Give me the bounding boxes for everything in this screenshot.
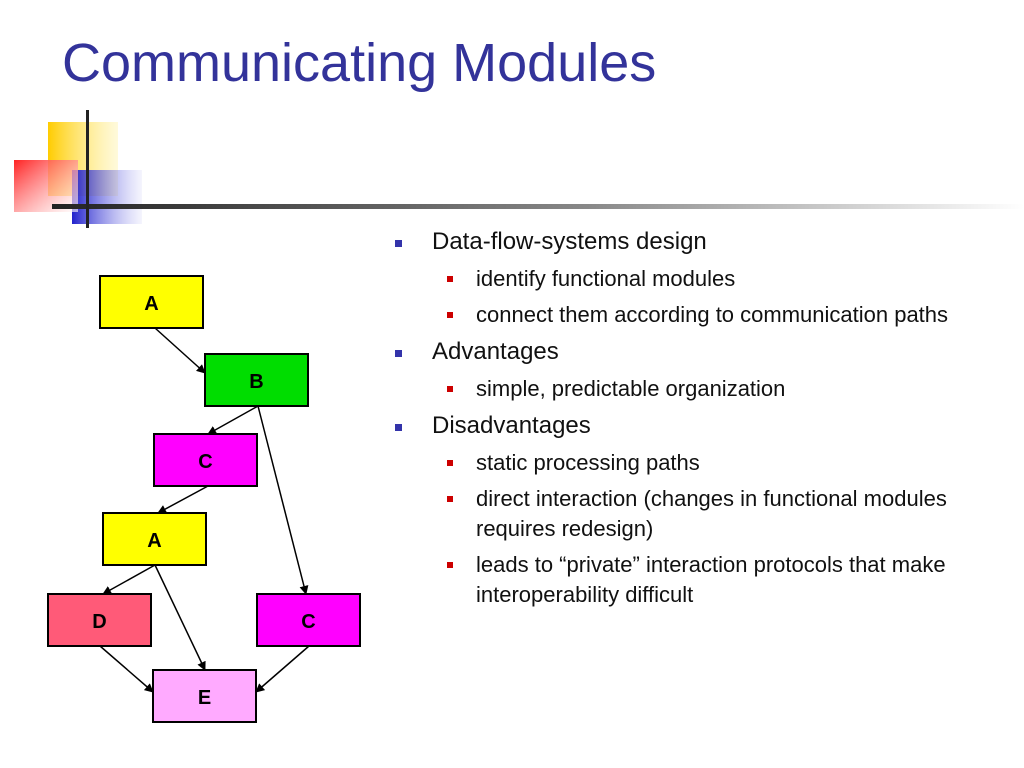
module-box [204, 353, 309, 407]
deco-horizontal-line [52, 204, 1024, 209]
sub-bullet-text: direct interaction (changes in functiona… [476, 486, 947, 541]
module-label: C [198, 451, 212, 473]
sub-bullet-text: identify functional modules [476, 266, 736, 291]
sub-bullet-item: static processing paths [432, 448, 976, 478]
sub-bullet-item: direct interaction (changes in functiona… [432, 484, 976, 544]
module-node-d-5: D [47, 593, 152, 647]
module-label: E [198, 687, 211, 709]
module-box [47, 593, 152, 647]
module-label: B [249, 371, 263, 393]
edge-n6-to-n7 [255, 645, 310, 693]
edge-n1-to-n2 [154, 327, 206, 374]
deco-red-square [14, 160, 78, 212]
module-label: D [92, 611, 106, 633]
sub-bullet-item: leads to “private” interaction protocols… [432, 550, 976, 610]
module-box [99, 275, 204, 329]
edge-n2-to-n6 [257, 405, 309, 595]
sub-bullet-text: simple, predictable organization [476, 376, 786, 401]
sub-bullet-list: simple, predictable organization [432, 374, 993, 404]
sub-bullet-list: static processing paths direct interactio… [432, 448, 993, 610]
bullet-item: Data-flow-systems design identify functio… [393, 226, 993, 330]
module-flow-diagram: A B C A D C E [47, 275, 361, 723]
edge-n4-to-n7 [154, 564, 206, 671]
module-box [256, 593, 361, 647]
bullet-item: Disadvantages static processing paths dire… [393, 410, 993, 610]
sub-bullet-text: static processing paths [476, 450, 700, 475]
module-label: A [144, 293, 158, 315]
module-node-a-1: A [99, 275, 204, 329]
module-label: A [147, 530, 161, 552]
sub-bullet-item: connect them according to communication … [432, 300, 976, 330]
sub-bullet-text: connect them according to communication … [476, 302, 949, 327]
module-label: C [301, 611, 315, 633]
module-node-b-2: B [204, 353, 309, 407]
module-box [153, 433, 258, 487]
sub-bullet-text: leads to “private” interaction protocols… [476, 552, 946, 607]
bullet-item: Advantages simple, predictable organizati… [393, 336, 993, 404]
module-box [152, 669, 257, 723]
module-node-c-6: C [256, 593, 361, 647]
bullet-list: Data-flow-systems design identify functio… [393, 226, 993, 610]
sub-bullet-item: identify functional modules [432, 264, 976, 294]
module-node-e-7: E [152, 669, 257, 723]
bullet-text: Advantages [432, 338, 559, 365]
sub-bullet-list: identify functional modules connect them … [432, 264, 993, 330]
bullet-text: Disadvantages [432, 412, 591, 439]
edge-n4-to-n5 [102, 564, 156, 595]
module-box [102, 512, 207, 566]
slide-title: Communicating Modules [62, 33, 657, 93]
deco-blue-square [72, 170, 142, 224]
sub-bullet-item: simple, predictable organization [432, 374, 976, 404]
edge-n2-to-n3 [207, 405, 259, 435]
module-node-c-3: C [153, 433, 258, 487]
bullet-text: Data-flow-systems design [432, 228, 707, 255]
edge-n5-to-n7 [99, 645, 154, 693]
edge-n3-to-n4 [157, 485, 209, 514]
deco-vertical-line [86, 110, 89, 228]
title-decoration [14, 110, 1024, 228]
module-node-a-4: A [102, 512, 207, 566]
